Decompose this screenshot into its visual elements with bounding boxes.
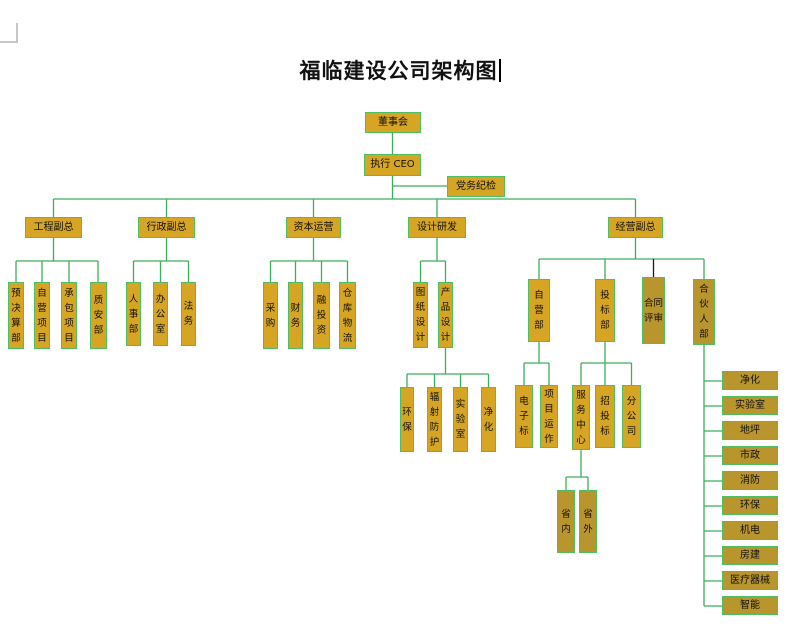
partner-item-intelligent[interactable]: 智能 [722, 596, 778, 615]
partner-item-purification[interactable]: 净化 [722, 371, 778, 390]
node-radiation-protection[interactable]: 辐射防护 [427, 387, 442, 452]
partner-item-municipal[interactable]: 市政 [722, 446, 778, 465]
node-product-design[interactable]: 产品设计 [438, 282, 453, 348]
node-drawing-design[interactable]: 图纸设计 [413, 282, 428, 348]
node-bidding-dept[interactable]: 投标部 [595, 279, 615, 342]
partner-item-medical-equipment[interactable]: 医疗器械 [722, 571, 778, 590]
node-contract-review[interactable]: 合同评审 [642, 277, 665, 344]
node-operations-vp[interactable]: 经营副总 [608, 217, 663, 238]
node-financing-investment[interactable]: 融投资 [313, 282, 330, 349]
partner-item-fire-protection[interactable]: 消防 [722, 471, 778, 490]
node-party-discipline[interactable]: 党务纪检 [447, 176, 505, 197]
node-executive-ceo[interactable]: 执行 CEO [364, 154, 421, 176]
node-self-operation-dept[interactable]: 自营部 [528, 279, 550, 342]
document-title-row[interactable]: 福临建设公司架构图 [0, 55, 800, 85]
node-warehouse-logistics[interactable]: 仓库物流 [339, 282, 356, 349]
node-budget-dept[interactable]: 预决算部 [8, 282, 24, 349]
node-engineering-vp[interactable]: 工程副总 [25, 217, 82, 238]
partner-item-housing-construction[interactable]: 房建 [722, 546, 778, 565]
partner-item-laboratory[interactable]: 实验室 [722, 396, 778, 415]
page-corner-mark [0, 23, 18, 43]
node-laboratory[interactable]: 实验室 [453, 387, 468, 452]
node-tendering[interactable]: 招投标 [595, 385, 615, 448]
document-title: 福临建设公司架构图 [299, 59, 498, 83]
node-capital-operations[interactable]: 资本运营 [286, 217, 341, 238]
partner-item-flooring[interactable]: 地坪 [722, 421, 778, 440]
node-finance[interactable]: 财务 [288, 282, 303, 349]
node-e-bidding[interactable]: 电子标 [515, 385, 533, 448]
node-contracted-projects[interactable]: 承包项目 [61, 282, 77, 349]
node-office[interactable]: 办公室 [153, 282, 168, 346]
node-self-operated-projects[interactable]: 自营项目 [34, 282, 50, 349]
node-out-of-province[interactable]: 省外 [579, 490, 597, 553]
node-service-center[interactable]: 服务中心 [572, 385, 590, 450]
node-partners-dept[interactable]: 合伙人部 [693, 279, 715, 345]
node-branch-company[interactable]: 分公司 [622, 385, 641, 448]
node-legal[interactable]: 法务 [181, 282, 196, 346]
node-quality-safety-dept[interactable]: 质安部 [90, 282, 107, 349]
node-in-province[interactable]: 省内 [557, 490, 575, 553]
node-design-rd[interactable]: 设计研发 [408, 217, 466, 238]
node-environmental[interactable]: 环保 [400, 387, 414, 452]
node-procurement[interactable]: 采购 [263, 282, 278, 349]
node-project-operation[interactable]: 项目运作 [540, 385, 558, 448]
node-board-of-directors[interactable]: 董事会 [365, 112, 421, 133]
node-purification[interactable]: 净化 [481, 387, 496, 452]
node-hr-dept[interactable]: 人事部 [126, 282, 141, 346]
partner-item-mechanical-electrical[interactable]: 机电 [722, 521, 778, 540]
text-cursor [498, 59, 501, 82]
node-admin-vp[interactable]: 行政副总 [138, 217, 195, 238]
partner-item-environmental[interactable]: 环保 [722, 496, 778, 515]
